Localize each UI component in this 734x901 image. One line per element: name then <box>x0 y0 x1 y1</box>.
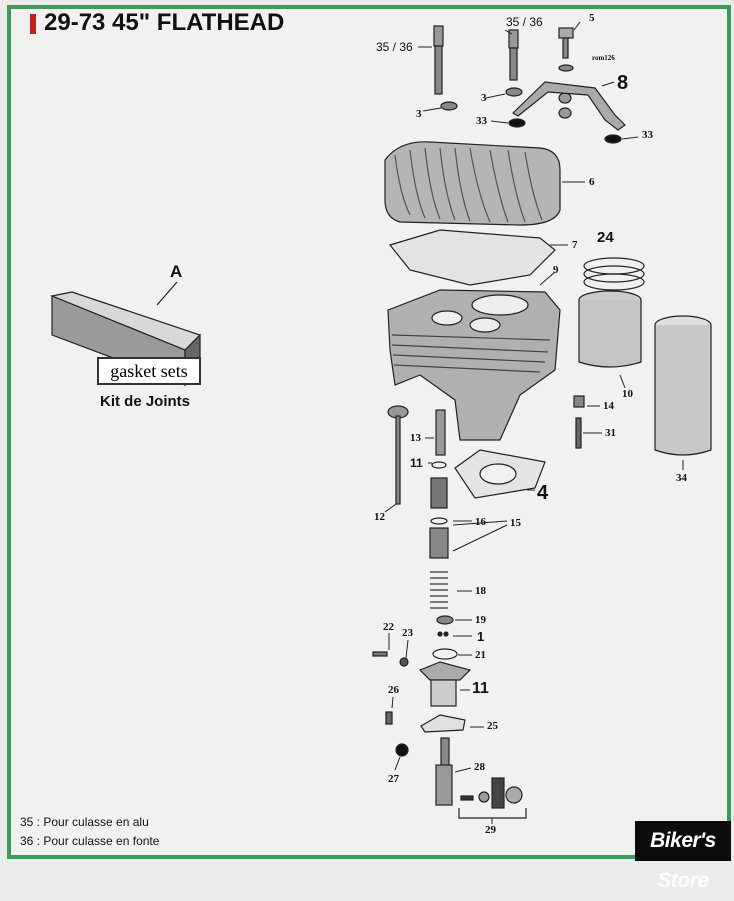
cylinder-9 <box>387 289 561 441</box>
nut <box>558 107 572 119</box>
leader-lines <box>384 21 684 824</box>
screw-26 <box>385 711 393 725</box>
washer-3 <box>505 87 523 97</box>
valve-spring-18 <box>430 571 448 609</box>
callout-15: 15 <box>510 517 521 529</box>
callout-27: 27 <box>388 773 399 785</box>
note-36: 36 : Pour culasse en fonte <box>20 834 160 848</box>
spacer-33 <box>604 134 622 144</box>
callout-18: 18 <box>475 585 486 597</box>
callout-6: 6 <box>589 176 595 188</box>
callout-33: 33 <box>476 115 487 127</box>
stud-31 <box>575 417 582 449</box>
callout-5: 5 <box>589 12 595 24</box>
spring-collar-19 <box>436 615 454 625</box>
bolt-5 <box>558 27 574 59</box>
head-gasket-7 <box>388 229 556 286</box>
callout-35-36: 35 / 36 <box>506 15 543 29</box>
tappet-guide-gasket-25 <box>420 714 466 733</box>
callout-12: 12 <box>374 511 385 523</box>
spacer-33 <box>508 118 526 128</box>
bracket-8 <box>512 81 626 131</box>
diagram-title: 29-73 45" FLATHEAD <box>44 9 285 36</box>
callout-14: 14 <box>603 400 614 412</box>
callout-13: 13 <box>410 432 421 444</box>
stud-35-36-left <box>433 25 444 95</box>
callout-21: 21 <box>475 649 486 661</box>
nut-14 <box>573 395 585 408</box>
callout-11: 11 <box>472 680 489 697</box>
stud-35-36-right <box>508 29 519 81</box>
callout-7: 7 <box>572 239 578 251</box>
callout-25: 25 <box>487 720 498 732</box>
valve-12 <box>387 405 409 505</box>
callout-31: 31 <box>605 427 616 439</box>
cylinder-head-6 <box>384 141 561 226</box>
callout-8: 8 <box>617 72 629 94</box>
callout-16: 16 <box>475 516 486 528</box>
callout-23: 23 <box>402 627 413 639</box>
tappet-guide-11 <box>418 661 472 707</box>
callout-3: 3 <box>416 108 422 120</box>
exploded-parts-drawing <box>49 21 712 824</box>
washer-11 <box>431 461 447 469</box>
callout-29: 29 <box>485 824 496 836</box>
callout-4: 4 <box>537 482 549 504</box>
nut <box>558 92 572 104</box>
lock-ring-16 <box>430 517 448 525</box>
kit-caption: Kit de Joints <box>100 393 191 410</box>
ball-27 <box>395 743 409 757</box>
kit-letter: A <box>170 262 183 281</box>
washer-5 <box>558 64 574 72</box>
note-35: 35 : Pour culasse en alu <box>20 815 149 829</box>
bikers-store-logo: Biker's Store <box>635 821 731 892</box>
tappet-adjusting-screw-15 <box>430 477 448 509</box>
callout-34: 34 <box>676 472 687 484</box>
callout-22: 22 <box>383 621 394 633</box>
valve-guide-13 <box>435 409 446 456</box>
washer-3 <box>440 101 458 111</box>
title-marker <box>30 14 36 34</box>
diagram-frame <box>7 5 731 859</box>
callout-26: 26 <box>388 684 399 696</box>
callout-10: 10 <box>622 388 633 400</box>
roller-kit-29 <box>460 777 523 809</box>
piston-10 <box>578 290 642 368</box>
callout-1: 1 <box>477 629 485 644</box>
callout-9: 9 <box>553 264 559 276</box>
o-ring-21 <box>432 648 458 660</box>
callout-ref: rom126 <box>592 54 615 62</box>
callout-24: 24 <box>597 229 614 246</box>
callout-28: 28 <box>474 761 485 773</box>
callout-3: 3 <box>481 92 487 104</box>
tappet-15 <box>429 527 449 559</box>
callout-35-36: 35 / 36 <box>376 40 413 54</box>
keys-1 <box>437 631 443 637</box>
callout-11: 11 <box>410 456 423 470</box>
cylinder-sleeve-34 <box>654 315 712 456</box>
callout-19: 19 <box>475 614 486 626</box>
gasket-sets-label: gasket sets <box>97 357 201 385</box>
tappet-28 <box>435 737 453 806</box>
screw-22 <box>372 651 388 657</box>
callout-33: 33 <box>642 129 653 141</box>
nut-23 <box>399 657 409 667</box>
